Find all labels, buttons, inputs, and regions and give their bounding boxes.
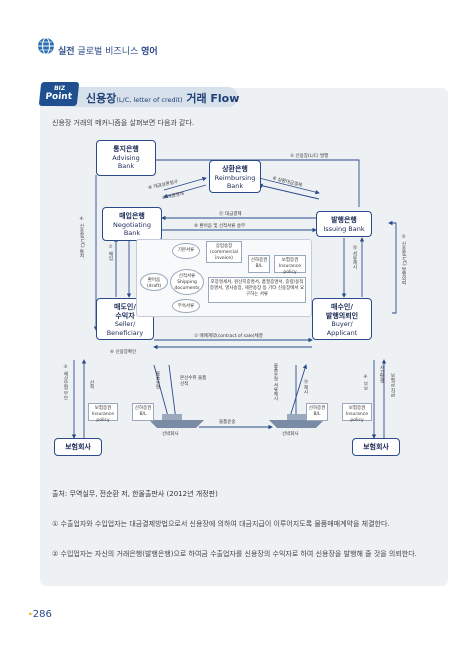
label-lc-request: ③ 신용장(L/C) 발행의뢰 [401,235,406,286]
ship-right-label: 선박회사 [282,432,299,437]
ship-left-icon [149,420,204,428]
label-lc-issue: ⑤ 신용장(L/C) 발행 [290,154,329,159]
lc-flow-diagram: 통지은행 Advising Bank 상환은행 Reimbursing Bank… [44,135,444,480]
label-bl-left: 선적 [89,380,94,389]
note-1: ① 수출업자와 수입업자는 대금결제방법으로서 신용장에 의하여 대금지급이 이… [52,520,390,528]
page-number: 286 [28,609,52,620]
label-contract: ① 매매계약(contract of sale)체결 [194,334,263,339]
extra-docs-list: 포장명세서, 원산지증명서, 품질증명서, 중량/용적증명서, 영사송장, 세관… [208,277,306,303]
label-negotiate: ⑦ 매입 [108,245,113,261]
label-docs-present: ⑫ 서류제시 [352,245,357,269]
label-bl-right: 물품수령 [155,371,160,389]
source-citation: 출처: 무역실무, 전순환 저, 한올출판사 (2012년 개정판) [52,490,218,498]
label-shipping: 물품운송 [219,420,236,425]
flow-arrows [71,157,397,439]
issuing-bank-box: 발행은행 Issuing Bank [316,211,372,237]
label-insure-left: ⑤ 해상보험 부보 [63,365,68,400]
ship-left-label: 선박회사 [162,432,179,437]
reimbursing-bank-box: 상환은행 Reimbursing Bank [209,160,261,193]
shipping-docs-oval: 선적서류 Shipping documents [170,269,204,295]
note-2: ② 수입업자는 자신의 거래은행(발행은행)으로 하여금 수출업자를 신용장의 … [52,550,417,558]
small-bl-left: 선하증권 B/L [132,403,154,421]
negotiating-bank-box: 매입은행 Negotiating Bank [102,207,162,241]
buyer-box: 매수인/ 발행의뢰인 Buyer/ Applicant [312,298,372,340]
intro-text: 신용장 거래의 메커니즘을 살펴보면 다음과 같다. [52,119,195,127]
invoice-doc: 상업송장 (commercial invoice) [206,241,242,263]
biz-point-badge: BIZ Point [38,82,80,106]
policy-doc: 보험증권 Insurance policy [274,255,306,275]
extra-docs-oval: 부속서류 [172,299,200,313]
section-banner [50,87,238,107]
bl-doc: 선하증권 B/L [248,255,270,273]
advising-bank-box: 통지은행 Advising Bank [96,140,156,176]
basic-docs-oval: 기본서류 [172,243,200,259]
small-policy-left: 보험증권 Insurance policy [88,403,118,423]
label-lc-notice: ④ 신용장(L/C) 통지 [79,217,84,259]
label-insure-right: 보험금 지급 [390,373,395,397]
label-ins-claim: ④ 부보 [363,375,368,391]
label-pay-right: ⑬ 제시 [303,379,308,394]
label-doc-send: ⑨ 환어음 및 선적서류 송부 [194,224,246,229]
label-acc: 사고발생 [379,365,384,383]
insurer-right-box: 보험회사 [352,438,400,456]
label-settle: ⑪ 대금결제 [219,212,242,217]
insurer-left-box: 보험회사 [54,438,102,456]
draft-oval: 환어음 (draft) [140,273,168,291]
section-title: 신용장(L/C, letter of credit) 거래 Flow [86,92,240,105]
label-lc-confirm: ⑥ 신용장확인 [110,350,137,355]
small-bl-right: 선하증권 B/L [306,403,328,421]
header-title: 실전 글로벌 비즈니스 영어 [58,47,158,57]
small-policy-right: 보험증권 Insurance policy [342,403,372,423]
label-docs-get: 물품수령 서류제시 [273,363,278,401]
label-delivery: 본선수취 물품선적 [180,376,207,387]
globe-icon [38,37,54,55]
ship-right-icon [269,420,324,428]
